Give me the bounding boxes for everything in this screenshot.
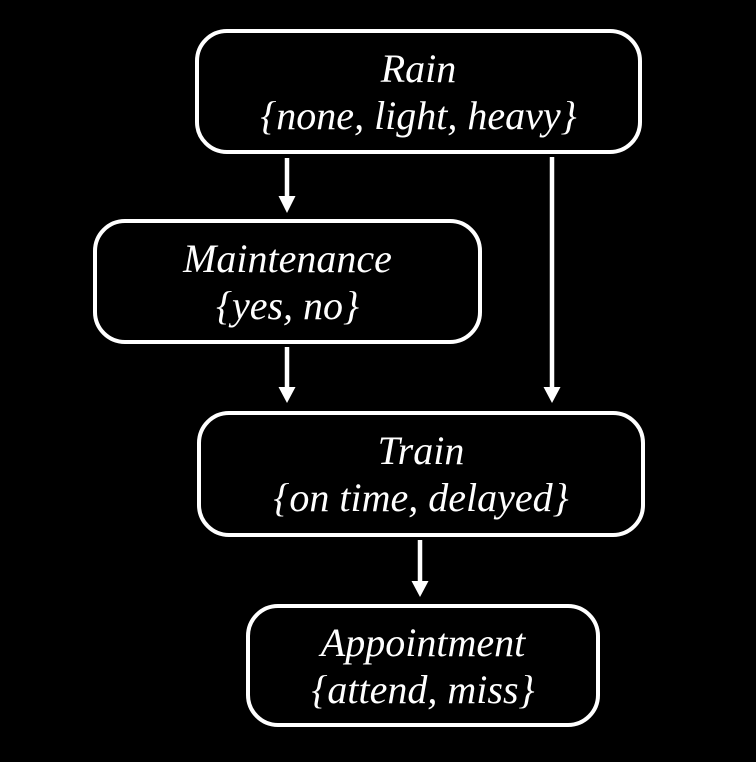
node-train: Train {on time, delayed} xyxy=(197,411,645,537)
node-train-name: Train xyxy=(377,428,465,473)
node-appointment-values: {attend, miss} xyxy=(311,666,535,712)
edge-maintenance-train xyxy=(278,347,296,403)
node-rain: Rain {none, light, heavy} xyxy=(195,29,642,154)
node-maintenance-name: Maintenance xyxy=(183,235,392,281)
edge-rain-maintenance xyxy=(278,158,296,213)
node-appointment: Appointment {attend, miss} xyxy=(246,604,600,727)
node-rain-values: {none, light, heavy} xyxy=(260,92,577,138)
edge-train-appointment xyxy=(411,540,429,597)
node-appointment-name: Appointment xyxy=(320,619,526,665)
node-rain-name: Rain xyxy=(380,45,457,91)
node-train-values: {on time, delayed} xyxy=(273,475,569,520)
edge-rain-train xyxy=(543,157,561,403)
node-maintenance: Maintenance {yes, no} xyxy=(93,219,482,344)
node-maintenance-values: {yes, no} xyxy=(215,282,360,328)
